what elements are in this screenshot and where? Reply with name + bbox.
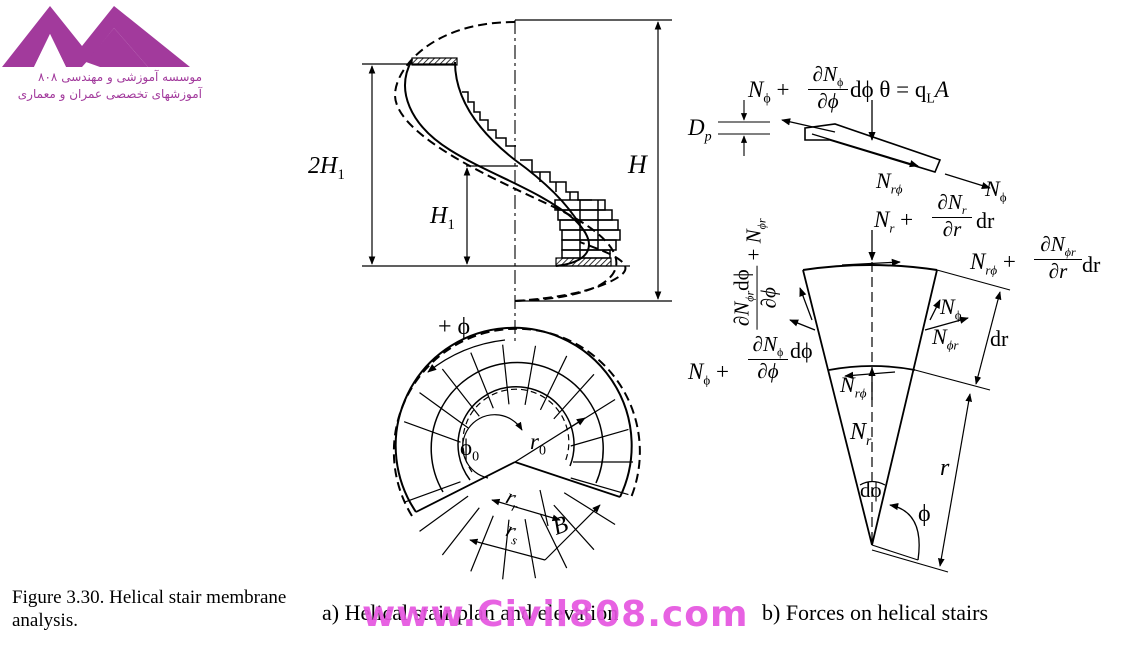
eq-nr: Nr + — [874, 207, 914, 236]
eq-top: Nϕ + — [748, 77, 790, 107]
logo-line-2: آموزشهای تخصصی عمران و معماری — [17, 87, 202, 101]
eq-nr-frac: ∂Nr ∂r — [932, 192, 972, 240]
watermark-text: www.Civil808.com — [362, 594, 749, 635]
tread-line — [524, 345, 537, 405]
label-dr: dr — [990, 326, 1009, 351]
figure-caption: Figure 3.30. Helical stair membrane anal… — [12, 587, 287, 631]
eq-top-rest: dϕ θ = qLA — [850, 77, 949, 107]
tread-line — [539, 355, 568, 411]
label-nphir-inner: Nϕr — [932, 324, 959, 353]
label-h1: H1 — [430, 203, 455, 233]
label-plus-phi: + ϕ — [438, 314, 471, 340]
tread-line — [419, 392, 469, 429]
institute-logo-mark — [2, 6, 190, 67]
label-r: r — [940, 455, 950, 481]
tread-line — [441, 507, 480, 556]
eq-rotated-nphir: ∂Nϕrdϕ ∂ϕ + Nϕr — [730, 218, 781, 330]
plan-view — [392, 326, 641, 580]
label-dp: Dp — [688, 115, 712, 145]
tread-line — [563, 492, 616, 526]
tread-line — [419, 495, 469, 532]
label-phi-angle: ϕ — [918, 501, 931, 527]
eq-nrphi-dr: dr — [1082, 252, 1101, 277]
eq-nrphi: Nrϕ + — [970, 249, 1016, 278]
tread-line — [570, 477, 629, 496]
eq-nrphi-frac: ∂Nϕr ∂r — [1034, 234, 1082, 282]
tread-line — [403, 421, 461, 443]
eq-nphi-left: Nϕ + — [688, 359, 729, 388]
logo-line-1: موسسه آموزشی و مهندسی ۸۰۸ — [38, 70, 202, 84]
tread-line — [502, 344, 510, 405]
eq-nphi-left-frac: ∂Nϕ ∂ϕ — [748, 334, 788, 382]
tread-line — [403, 481, 461, 503]
label-nphi-right: Nϕ — [985, 176, 1007, 205]
label-nrphi-top: Nrϕ — [876, 168, 903, 197]
eq-top-frac: ∂Nϕ ∂ϕ — [808, 64, 848, 112]
label-h: H — [628, 150, 647, 179]
label-2h1: 2H1 — [308, 153, 345, 183]
label-nphi-inner: Nϕ — [940, 294, 962, 323]
tread-line — [441, 368, 480, 417]
forces-view — [718, 100, 1011, 573]
subcaption-a: a) Helical stair plan and elevation — [322, 600, 619, 625]
tread-line — [470, 352, 494, 409]
subcaption-b: b) Forces on helical stairs — [762, 600, 989, 625]
eq-nphi-left-dphi: dϕ — [790, 338, 813, 363]
label-r0: r0 — [530, 429, 546, 459]
tread-line — [539, 513, 568, 569]
label-dphi-apex: dϕ — [860, 478, 882, 502]
label-nrphi-mid: Nrϕ — [840, 372, 867, 401]
tread-line — [553, 373, 595, 420]
label-phi0: ϕ0 — [460, 435, 480, 465]
tread-line — [570, 428, 629, 447]
elevation-view — [362, 19, 672, 345]
tread-line — [524, 519, 537, 579]
label-nr-mid: Nr — [850, 419, 872, 449]
eq-nr-dr: dr — [976, 208, 995, 233]
